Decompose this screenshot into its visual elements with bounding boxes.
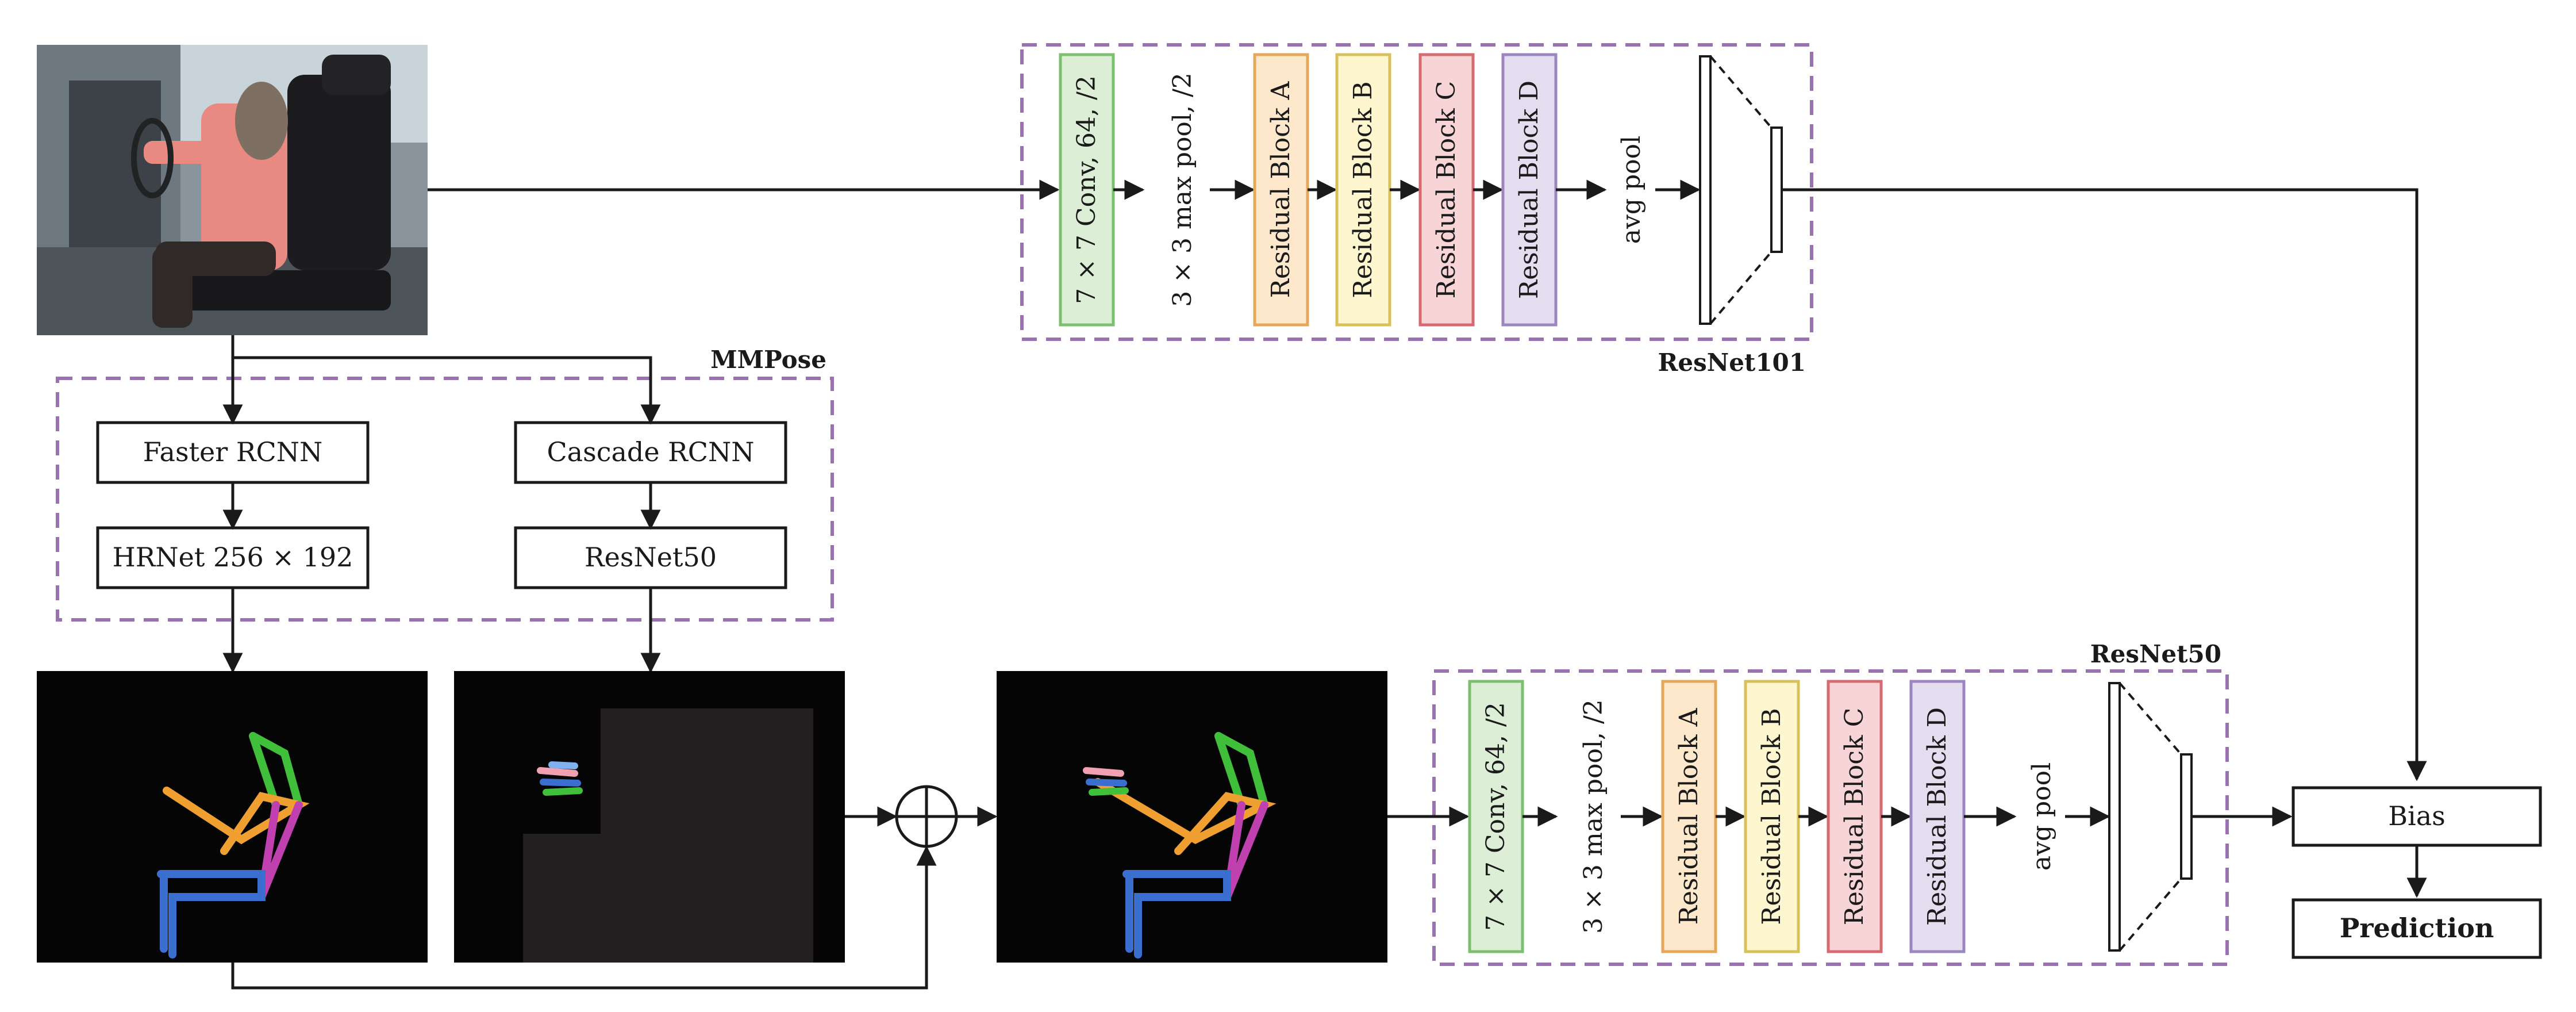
prediction-label: Prediction: [2340, 913, 2494, 944]
resnet50-hand-box: ResNet50: [514, 526, 787, 589]
resnet101-group: [1020, 43, 1813, 341]
r101-block-d: Residual Block D: [1501, 53, 1558, 327]
edge-image-to-cascade-rcnn: [233, 356, 661, 425]
r101-block-a: Residual Block A: [1253, 53, 1309, 327]
r50-block-b: Residual Block B: [1744, 680, 1800, 953]
resnet50-group: [1432, 669, 2229, 966]
faster-rcnn-box: Faster RCNN: [96, 421, 370, 484]
merged-pose-panel: [997, 671, 1387, 963]
r50-block-a: Residual Block A: [1661, 680, 1717, 953]
r50-block-a-label: Residual Block A: [1674, 707, 1704, 925]
r50-block-c-label: Residual Block C: [1840, 708, 1869, 925]
r50-block-c: Residual Block C: [1827, 680, 1883, 953]
hand-pose-panel: [454, 671, 845, 963]
r101-maxpool-label: 3 × 3 max pool, /2: [1168, 72, 1197, 307]
r50-block-d-label: Residual Block D: [1923, 707, 1952, 926]
r101-conv-label: 7 × 7 Conv, 64, /2: [1072, 75, 1101, 304]
r101-fc-trapezoid: [1699, 55, 1783, 325]
driver-input-image: [37, 45, 428, 335]
cascade-rcnn-label: Cascade RCNN: [547, 436, 754, 467]
body-pose-panel: [37, 671, 428, 963]
mmpose-label: MMPose: [710, 346, 826, 374]
r50-conv-label: 7 × 7 Conv, 64, /2: [1481, 702, 1510, 931]
r101-block-d-label: Residual Block D: [1514, 80, 1544, 299]
r101-block-b-label: Residual Block B: [1348, 81, 1378, 298]
r50-conv-block: 7 × 7 Conv, 64, /2: [1468, 680, 1524, 953]
mmpose-group: [56, 377, 834, 622]
r101-conv-block: 7 × 7 Conv, 64, /2: [1059, 53, 1115, 327]
r101-block-c-label: Residual Block C: [1432, 81, 1461, 298]
r101-avgpool-label: avg pool: [1617, 136, 1646, 244]
r101-block-a-label: Residual Block A: [1266, 80, 1295, 298]
r101-block-b: Residual Block B: [1335, 53, 1391, 327]
edge-body-to-fusion: [231, 845, 937, 990]
r50-fc-trapezoid: [2108, 682, 2193, 952]
edge-r101-to-bias: [1782, 188, 2427, 781]
r101-block-c: Residual Block C: [1418, 53, 1475, 327]
r50-block-d: Residual Block D: [1909, 680, 1966, 953]
bias-label: Bias: [2388, 800, 2446, 831]
resnet50-hand-label: ResNet50: [585, 542, 717, 573]
resnet50-label: ResNet50: [2090, 640, 2221, 668]
resnet101-label: ResNet101: [1658, 348, 1806, 377]
hrnet-box: HRNet 256 × 192: [96, 526, 370, 589]
faster-rcnn-label: Faster RCNN: [143, 436, 322, 467]
cascade-rcnn-box: Cascade RCNN: [514, 421, 787, 484]
bias-box: Bias: [2292, 786, 2542, 847]
hrnet-label: HRNet 256 × 192: [113, 542, 353, 573]
r50-maxpool-label: 3 × 3 max pool, /2: [1579, 699, 1608, 934]
fusion-add-node: [895, 785, 958, 848]
r50-block-b-label: Residual Block B: [1757, 708, 1786, 925]
r50-avgpool-label: avg pool: [2027, 762, 2056, 871]
prediction-box: Prediction: [2292, 898, 2542, 959]
